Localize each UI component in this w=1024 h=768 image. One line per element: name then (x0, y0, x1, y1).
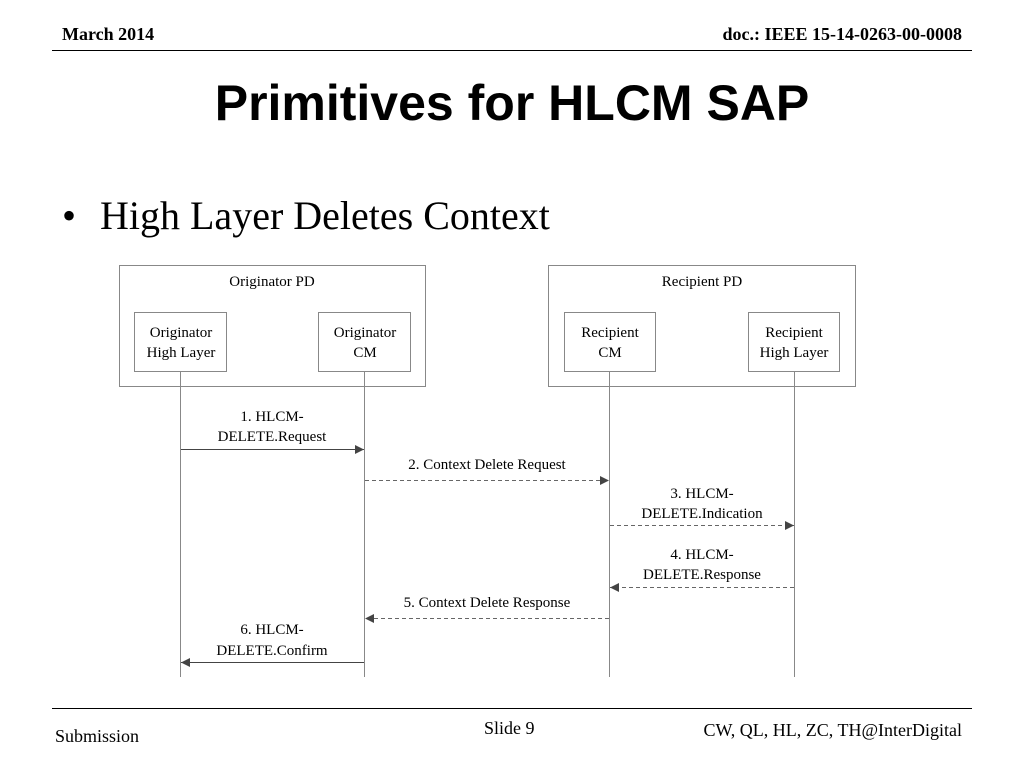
msg1-label-line2: DELETE.Request (218, 429, 328, 445)
originator-high-layer-line1: Originator (150, 325, 212, 341)
footer-authors: CW, QL, HL, ZC, TH@InterDigital (703, 720, 962, 740)
slide-title: Primitives for HLCM SAP (214, 75, 810, 131)
originator-high-layer-line2: High Layer (147, 345, 216, 361)
originator-pd-box (119, 265, 426, 387)
bullet-item: • High Layer Deletes Context (62, 192, 550, 239)
msg1-label-line1: 1. HLCM- (240, 409, 303, 425)
msg3-label-line2: DELETE.Indication (641, 506, 763, 522)
originator-pd-label: Originator PD (229, 274, 315, 290)
recipient-high-layer-line2: High Layer (760, 345, 829, 361)
originator-cm-line2: CM (353, 345, 376, 361)
originator-high-layer-box (134, 312, 227, 372)
msg4-label-line2: DELETE.Response (643, 567, 761, 583)
recipient-cm-box (564, 312, 656, 372)
bullet-text: High Layer Deletes Context (100, 193, 550, 238)
originator-cm-box (318, 312, 411, 372)
msg6-label-line1: 6. HLCM- (240, 622, 303, 638)
recipient-cm-line1: Recipient (581, 325, 639, 341)
msg6-label-line2: DELETE.Confirm (216, 643, 328, 659)
recipient-high-layer-line1: Recipient (765, 325, 823, 341)
recipient-cm-line2: CM (598, 345, 621, 361)
msg3-label-line1: 3. HLCM- (670, 486, 733, 502)
header-rule (52, 50, 972, 51)
originator-cm-line1: Originator (334, 325, 396, 341)
footer-submission: Submission (55, 726, 140, 746)
msg2-label: 2. Context Delete Request (408, 457, 566, 473)
header-doc-id: doc.: IEEE 15-14-0263-00-0008 (722, 24, 963, 44)
recipient-high-layer-box (748, 312, 840, 372)
footer-rule (52, 708, 972, 709)
recipient-pd-label: Recipient PD (662, 274, 743, 290)
msg4-label-line1: 4. HLCM- (670, 547, 733, 563)
bullet-dot: • (62, 193, 77, 238)
footer-slide-number: Slide 9 (484, 718, 535, 738)
msg5-label: 5. Context Delete Response (404, 595, 571, 611)
recipient-pd-box (548, 265, 856, 387)
header-date: March 2014 (62, 24, 155, 44)
